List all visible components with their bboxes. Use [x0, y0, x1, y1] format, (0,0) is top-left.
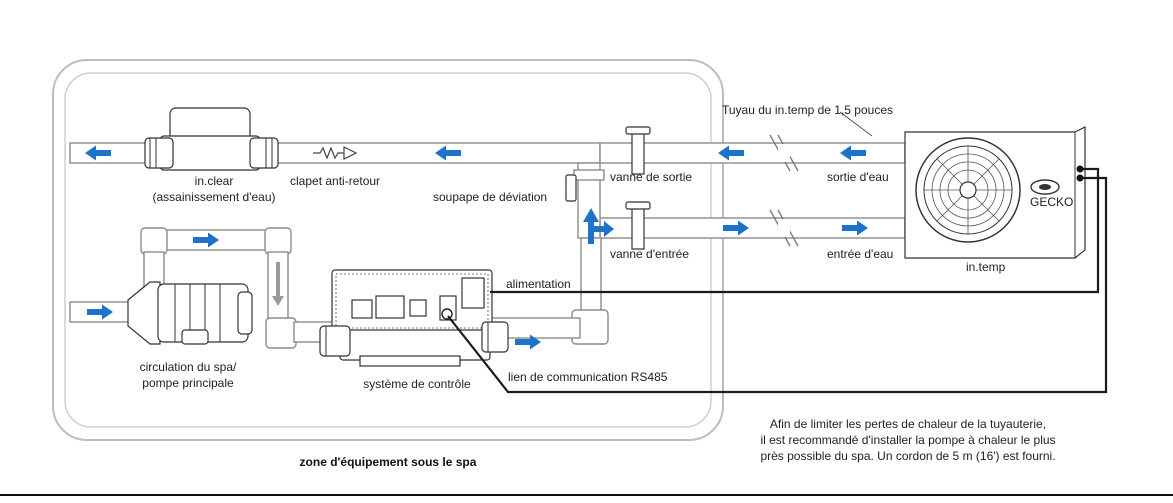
pipe-heading-label: Tuyau du in.temp de 1,5 pouces	[722, 103, 893, 117]
heat-pump-label: in.temp	[966, 260, 1006, 274]
spa-pump	[127, 281, 253, 345]
pipes	[69, 111, 906, 349]
wiring	[447, 167, 1108, 394]
rs485-label: lien de communication RS485	[508, 370, 668, 384]
diverter-valve	[565, 174, 577, 202]
diverter-label: soupape de déviation	[433, 190, 547, 204]
bottom-divider	[0, 494, 1173, 496]
control-label: système de contrôle	[363, 377, 471, 391]
note-line-2: il est recommandé d'installer la pompe à…	[760, 433, 1055, 447]
inlet-valve-label: vanne d'entrée	[610, 247, 689, 261]
inclear-unit	[144, 107, 279, 171]
heat-pump-unit: GECKO	[904, 126, 1086, 259]
note-line-1: Afin de limiter les pertes de chaleur de…	[770, 417, 1046, 431]
control-system	[319, 269, 509, 367]
outlet-valve-label: vanne de sortie	[610, 170, 692, 184]
pump-label-line1: circulation du spa/	[140, 360, 237, 374]
zone-label: zone d'équipement sous le spa	[300, 455, 477, 469]
fan-icon	[915, 137, 1021, 243]
check-valve-icon	[313, 146, 358, 160]
outlet-valve	[625, 126, 651, 175]
pump-label-line2: pompe principale	[142, 376, 234, 390]
inclear-sublabel: (assainissement d'eau)	[152, 190, 275, 204]
flow-arrow-down	[272, 262, 284, 306]
gecko-logo-icon	[1030, 179, 1060, 195]
inclear-label: in.clear	[195, 174, 234, 188]
flow-arrows	[85, 145, 868, 350]
power-label: alimentation	[506, 277, 571, 291]
equipment-zone	[52, 59, 724, 441]
check-valve-label: clapet anti-retour	[290, 174, 380, 188]
inlet-valve	[625, 201, 651, 250]
brand-label: GECKO	[1030, 195, 1073, 209]
water-out-label: sortie d'eau	[827, 170, 889, 184]
water-in-label: entrée d'eau	[827, 247, 893, 261]
note-line-3: près possible du spa. Un cordon de 5 m (…	[760, 449, 1055, 463]
flow-arrow-up	[583, 208, 614, 244]
